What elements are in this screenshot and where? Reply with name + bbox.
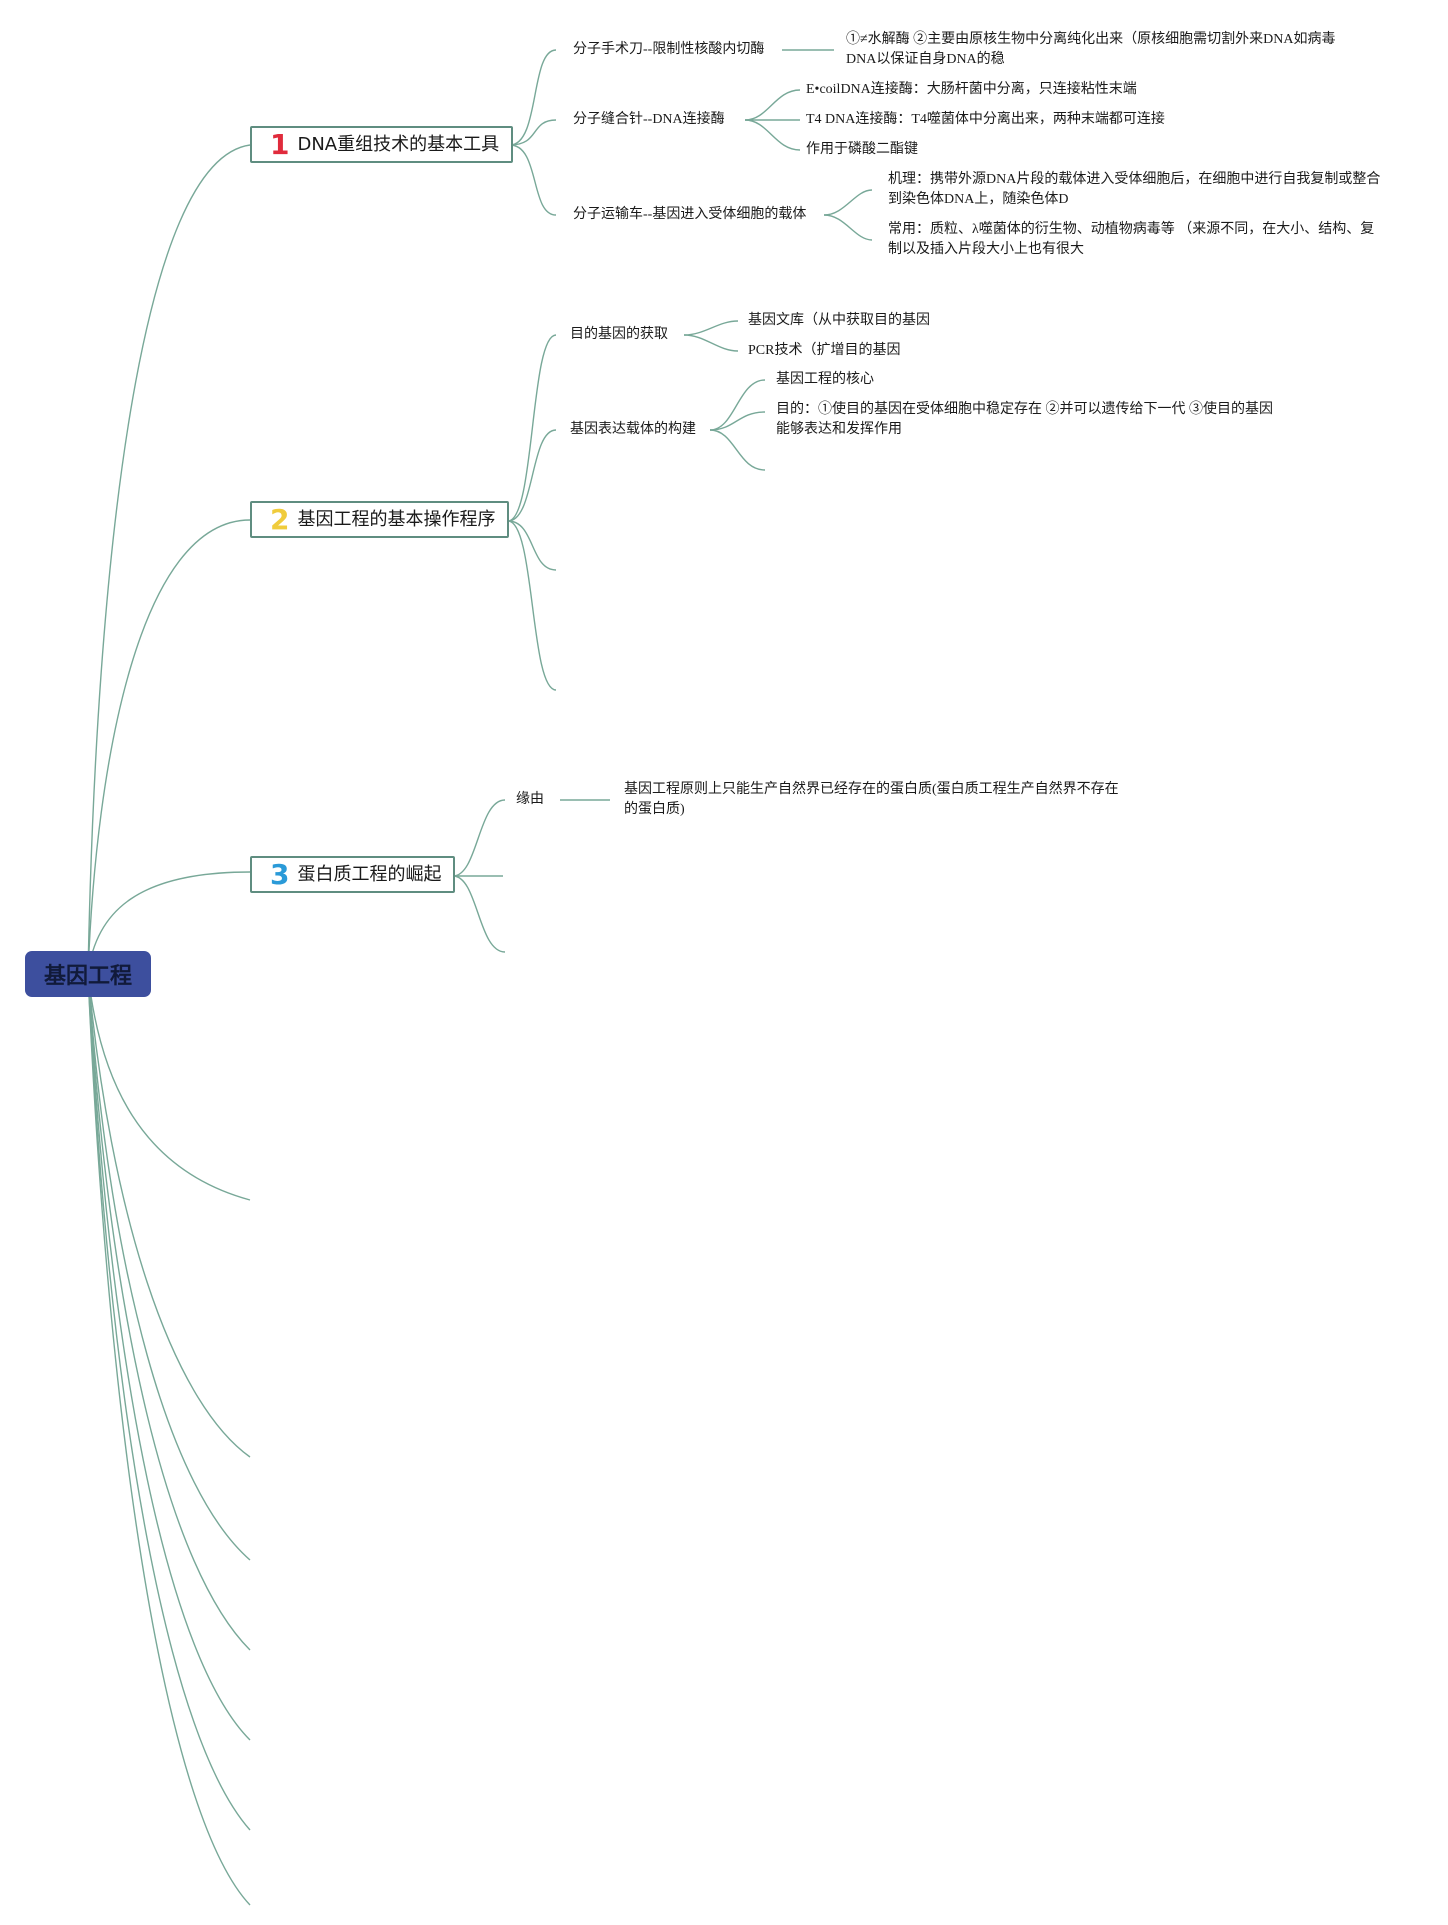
root-topic-label: 基因工程 [43,964,132,989]
branch-basic-procedure[interactable]: 2 基因工程的基本操作程序 [250,501,510,538]
topic-vector-construction[interactable]: 基因表达载体的构建 [570,422,696,437]
topic-reason[interactable]: 缘由 [516,792,544,807]
acquire-item-library[interactable]: 基因文库（从中获取目的基因 [748,313,930,328]
branch-label: DNA重组技术的基本工具 [297,133,500,155]
vector-item-common[interactable]: 常用：质粒、λ噬菌体的衍生物、动植物病毒等 （来源不同，在大小、结构、复制以及插… [888,222,1375,257]
branch-label: 基因工程的基本操作程序 [297,508,496,530]
vector-item-mechanism[interactable]: 机理：携带外源DNA片段的载体进入受体细胞后，在细胞中进行自我复制或整合到染色体… [888,172,1381,207]
branch-protein-engineering[interactable]: 3 蛋白质工程的崛起 [250,856,456,893]
topic-dna-ligase[interactable]: 分子缝合针--DNA连接酶 [573,112,725,127]
construct-item-purpose[interactable]: 目的：①使目的基因在受体细胞中稳定存在 ②并可以遗传给下一代 ③使目的基因能够表… [776,402,1273,437]
ligase-item-ecoli[interactable]: E•coilDNA连接酶：大肠杆菌中分离，只连接粘性末端 [806,82,1137,97]
note-restriction-enzyme[interactable]: ①≠水解酶 ②主要由原核生物中分离纯化出来（原核细胞需切割外来DNA如病毒DNA… [846,32,1336,67]
note-reason[interactable]: 基因工程原则上只能生产自然界已经存在的蛋白质(蛋白质工程生产自然界不存在的蛋白质… [624,782,1119,817]
ligase-item-t4[interactable]: T4 DNA连接酶：T4噬菌体中分离出来，两种末端都可连接 [806,112,1165,127]
branch-number-badge: 2 [270,502,290,536]
topic-gene-acquisition[interactable]: 目的基因的获取 [570,327,668,342]
branch-label: 蛋白质工程的崛起 [297,863,442,885]
root-topic[interactable]: 基因工程 [25,951,151,997]
construct-item-core[interactable]: 基因工程的核心 [776,372,874,387]
topic-vector[interactable]: 分子运输车--基因进入受体细胞的载体 [573,207,807,222]
branch-number-badge: 1 [270,127,290,161]
topic-restriction-enzyme[interactable]: 分子手术刀--限制性核酸内切酶 [573,42,765,57]
acquire-item-pcr[interactable]: PCR技术（扩增目的基因 [748,343,901,358]
branch-number-badge: 3 [270,857,290,891]
ligase-item-bond[interactable]: 作用于磷酸二酯键 [806,142,918,157]
branch-dna-recombination-tools[interactable]: 1 DNA重组技术的基本工具 [250,126,514,163]
